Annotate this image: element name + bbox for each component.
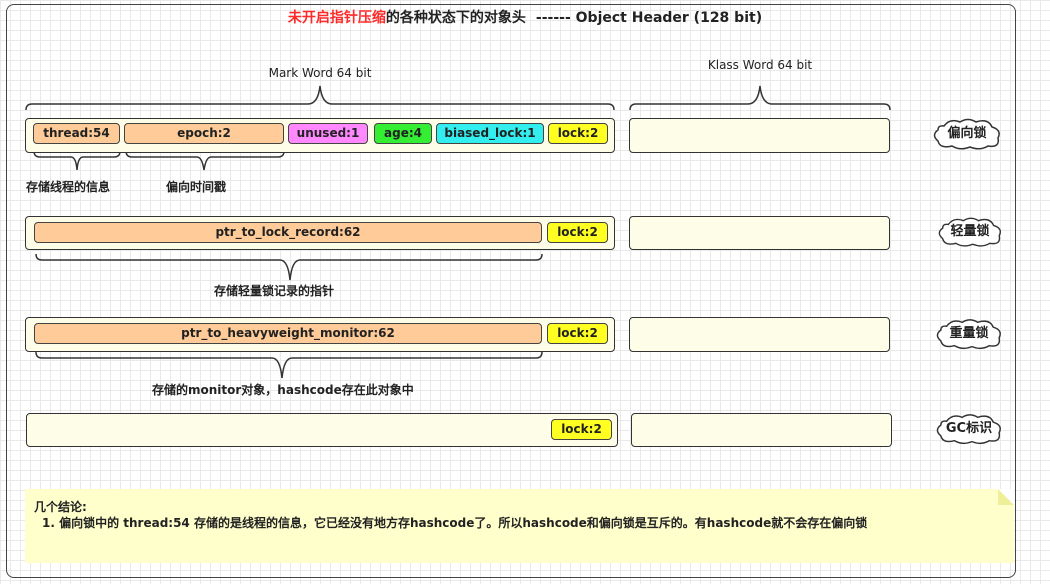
cell-thread: thread:54 [33, 123, 120, 144]
state-label: 重量锁 [949, 326, 989, 341]
klass-word-label: Klass Word 64 bit [707, 58, 813, 72]
epoch-brace [125, 150, 285, 171]
mark-word-label: Mark Word 64 bit [268, 66, 372, 80]
state-cloud-gc: GC标识 [935, 413, 1003, 445]
note-fold-corner [998, 489, 1014, 505]
cell-epoch: epoch:2 [124, 123, 284, 144]
diagram-title: 未开启指针压缩的各种状态下的对象头 ------ Object Header (1… [0, 7, 1050, 27]
state-cloud-heavyweight: 重量锁 [935, 318, 1003, 350]
klass-word-brace [629, 85, 891, 111]
conclusion-note: 几个结论: 1. 偏向锁中的 thread:54 存储的是线程的信息，它已经没有… [25, 489, 1014, 563]
title-suffix: ------ Object Header (128 bit) [535, 10, 763, 26]
klass-word-row-lightweight [629, 216, 890, 250]
state-label: 轻量锁 [950, 224, 990, 239]
title-highlight: 未开启指针压缩 [287, 10, 386, 26]
annotation-lock-record: 存储轻量锁记录的指针 [214, 284, 335, 298]
title-rest: 的各种状态下的对象头 [385, 10, 526, 26]
annotation-monitor: 存储的monitor对象，hashcode存在此对象中 [152, 383, 414, 397]
state-cloud-biased: 偏向锁 [932, 118, 1002, 150]
cell-lock: lock:2 [547, 222, 608, 243]
cell-lock: lock:2 [551, 419, 612, 440]
annotation-epoch: 偏向时间戳 [166, 180, 227, 194]
cell-unused: unused:1 [288, 123, 368, 144]
thread-brace [33, 150, 121, 171]
cell-lock: lock:2 [547, 323, 608, 344]
cell-ptr-lock-record: ptr_to_lock_record:62 [34, 222, 542, 243]
klass-word-row-gc [631, 413, 892, 447]
mark-word-row-gc [26, 413, 618, 447]
annotation-thread: 存储线程的信息 [26, 180, 111, 194]
state-label: GC标识 [945, 421, 993, 436]
monitor-brace [35, 351, 543, 379]
note-line: 1. 偏向锁中的 thread:54 存储的是线程的信息，它已经没有地方存has… [42, 516, 868, 530]
state-label: 偏向锁 [947, 126, 987, 141]
cell-biased-lock: biased_lock:1 [436, 123, 544, 144]
note-title: 几个结论: [34, 500, 87, 514]
klass-word-row-heavyweight [629, 317, 890, 352]
mark-word-brace [25, 85, 615, 111]
lock-record-brace [35, 253, 543, 281]
klass-word-row-biased [629, 118, 890, 153]
cell-lock: lock:2 [548, 123, 608, 144]
cell-ptr-monitor: ptr_to_heavyweight_monitor:62 [34, 323, 542, 344]
cell-age: age:4 [374, 123, 432, 144]
diagram-frame [6, 4, 1016, 578]
state-cloud-lightweight: 轻量锁 [937, 216, 1003, 248]
